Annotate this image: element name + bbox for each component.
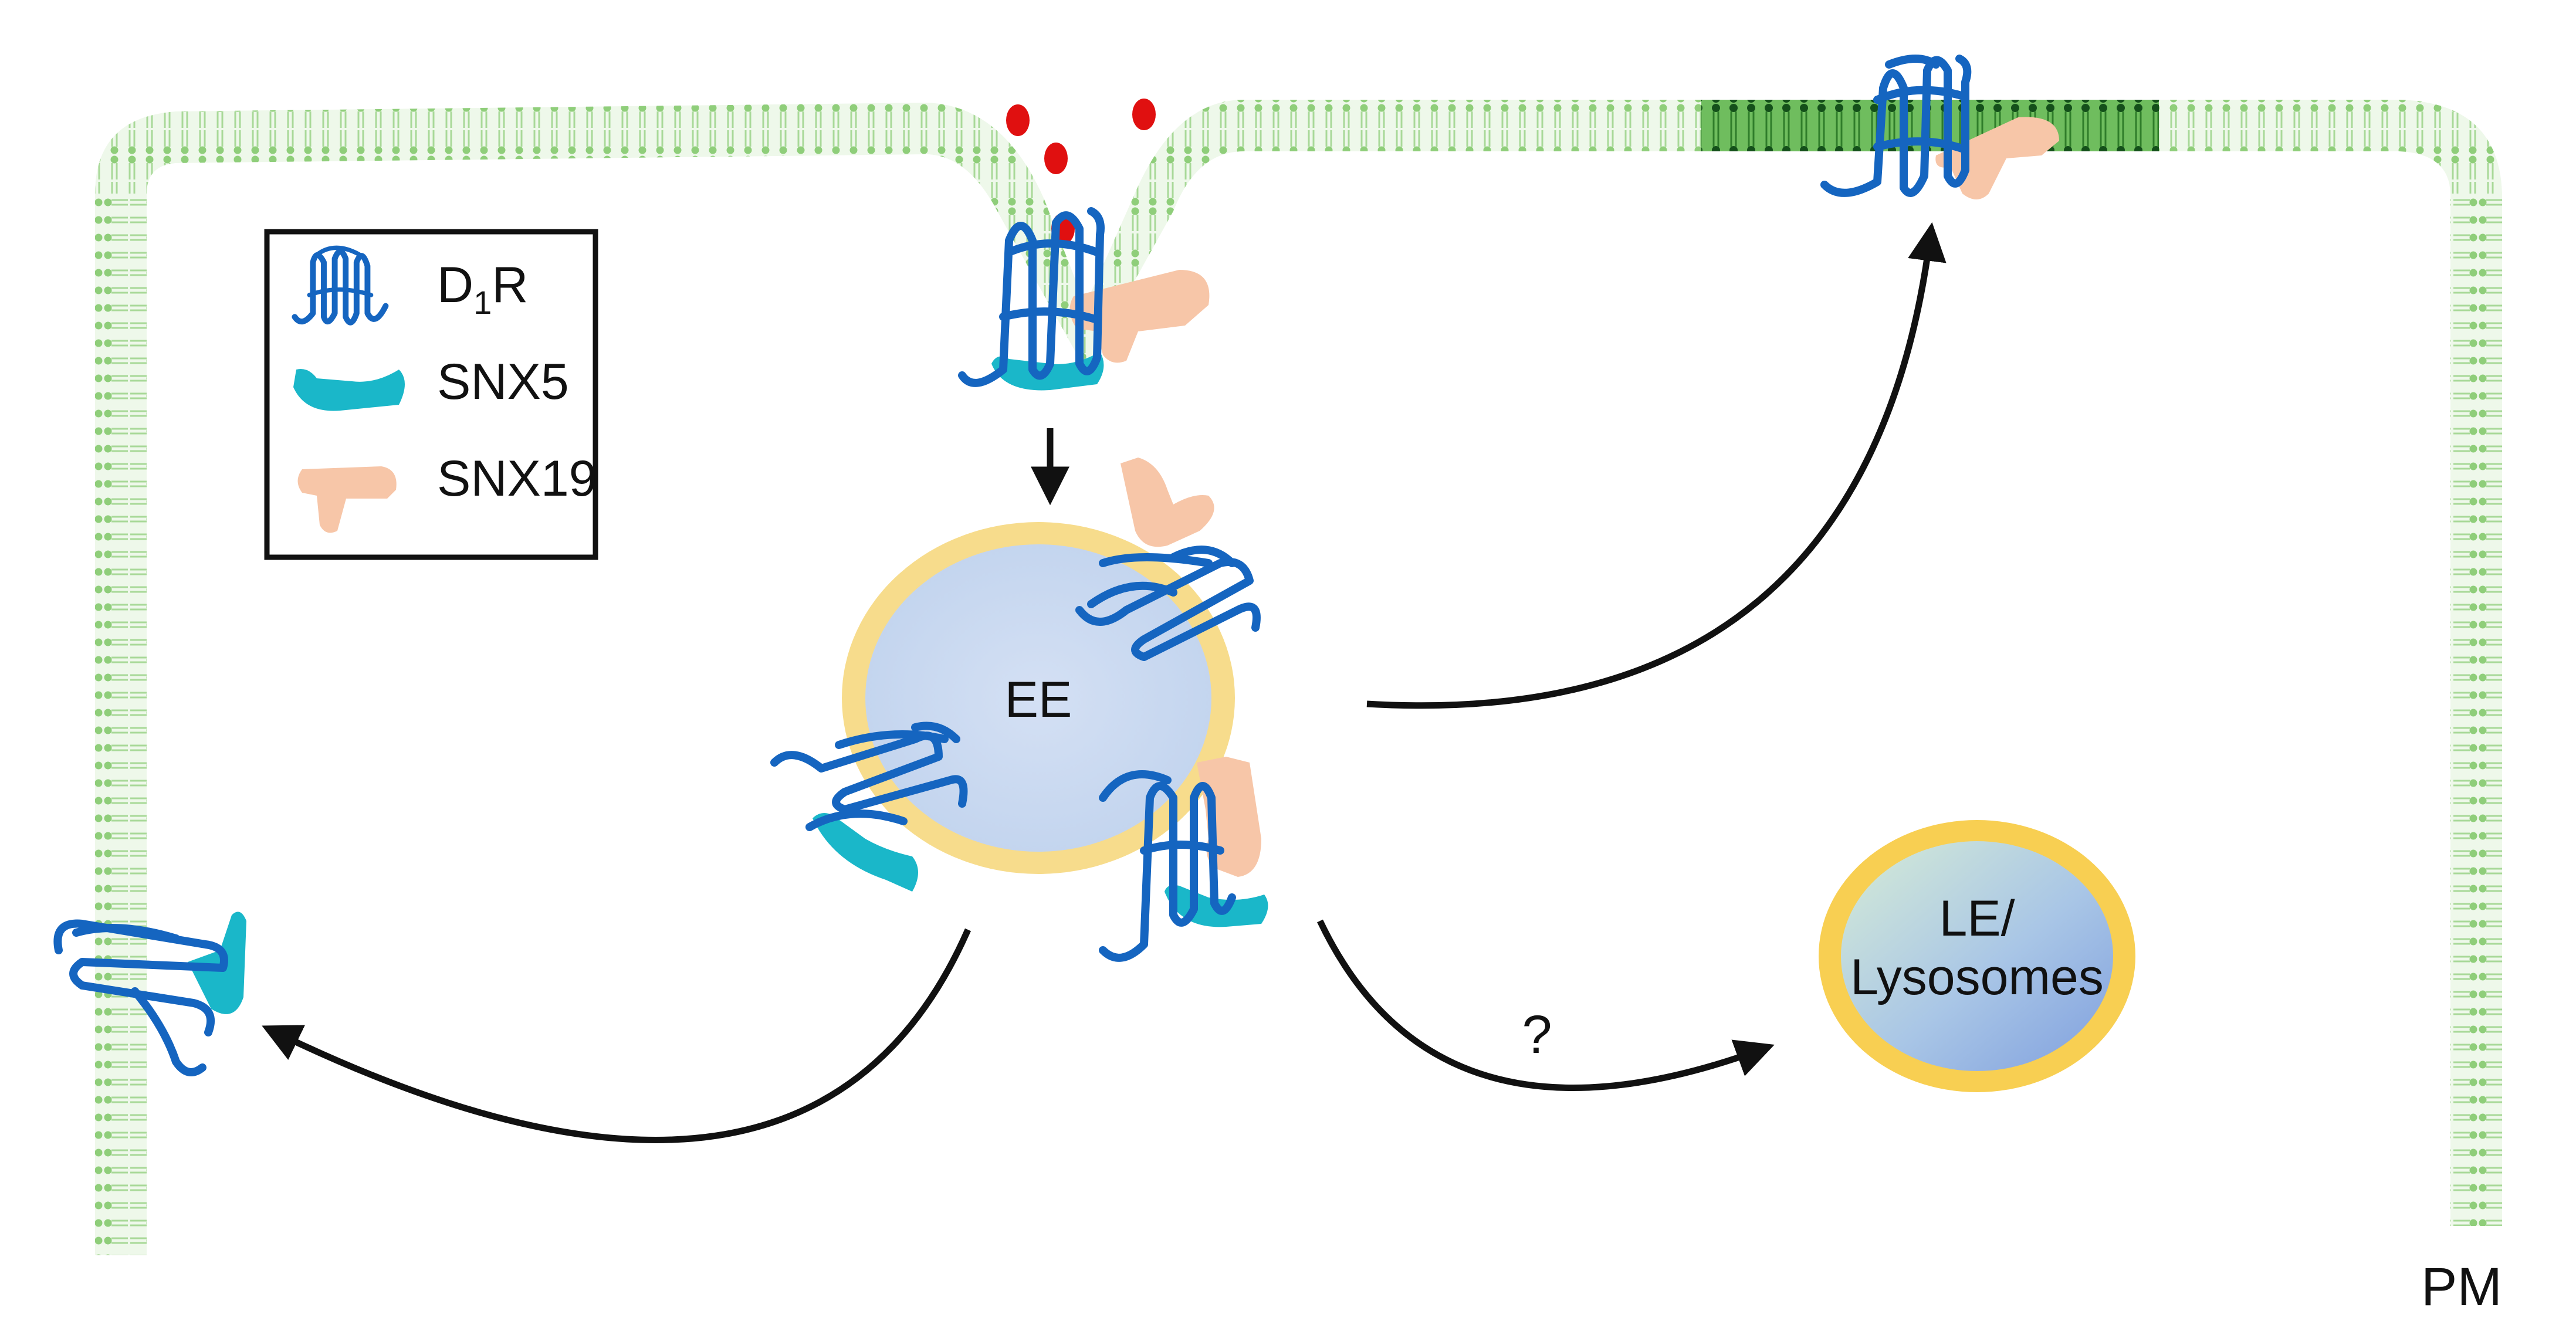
recycling-to-raft-arrow bbox=[1366, 222, 1947, 709]
d1r-complex-left-membrane bbox=[53, 912, 246, 1076]
snx19-shape bbox=[1935, 117, 2059, 199]
d1r-shape bbox=[958, 207, 1105, 387]
snx19-shape bbox=[1197, 757, 1261, 877]
snx5-icon bbox=[293, 369, 405, 411]
d1r-shape bbox=[1075, 546, 1261, 661]
d1r-complex-ee-bottom bbox=[1099, 757, 1268, 962]
d1r-complex-raft bbox=[1820, 55, 2059, 199]
legend-snx19-label: SNX19 bbox=[437, 450, 597, 507]
snx5-shape bbox=[188, 912, 246, 1014]
snx5-shape bbox=[813, 813, 918, 892]
d1r-shape bbox=[770, 721, 968, 831]
late-endosome-label-line2: Lysosomes bbox=[1850, 949, 2104, 1005]
ligand-dot bbox=[1132, 99, 1156, 130]
late-endosome-lysosome: LE/ Lysosomes bbox=[1819, 820, 2135, 1092]
d1r-complex-invagination bbox=[958, 207, 1210, 391]
late-endosome-label-line1: LE/ bbox=[1939, 890, 2015, 947]
early-endosome-label: EE bbox=[1005, 672, 1072, 728]
d1r-complex-ee-top bbox=[1075, 458, 1261, 661]
legend: D1R SNX5 SNX19 bbox=[264, 229, 598, 560]
d1r-receptor-icon bbox=[292, 245, 389, 326]
ligand-dot bbox=[1006, 104, 1030, 136]
d1r-shape bbox=[53, 919, 228, 1076]
d1r-shape bbox=[1099, 770, 1236, 962]
plasma-membrane-label: PM bbox=[2421, 1257, 2502, 1317]
ligand-dot bbox=[1044, 143, 1068, 174]
d1r-complex-ee-left bbox=[770, 721, 968, 892]
uncertain-path-label: ? bbox=[1522, 1005, 1552, 1065]
snx19-icon bbox=[297, 466, 397, 533]
legend-snx5-label: SNX5 bbox=[437, 354, 569, 410]
snx19-shape bbox=[1069, 270, 1210, 363]
recycling-to-left-membrane-arrow bbox=[262, 928, 971, 1143]
legend-d1r-label: D1R bbox=[437, 257, 528, 321]
plasma-membrane bbox=[95, 100, 2502, 1255]
snx19-shape bbox=[1121, 458, 1214, 547]
d1r-shape bbox=[1820, 55, 1972, 197]
degradation-arrow bbox=[1317, 919, 1775, 1092]
trafficking-arrows bbox=[262, 222, 1947, 1143]
